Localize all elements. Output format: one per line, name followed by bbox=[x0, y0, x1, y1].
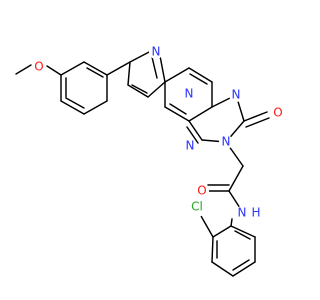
bond-layer bbox=[15, 50, 270, 277]
label-mask bbox=[182, 87, 196, 101]
bond bbox=[86, 67, 104, 78]
triazole-n-top-label: N bbox=[232, 88, 241, 102]
atom-label-layer: O N N N N N O O N H Cl bbox=[32, 45, 285, 221]
bond bbox=[211, 261, 234, 277]
bond bbox=[147, 81, 166, 98]
bond bbox=[83, 100, 108, 115]
bond bbox=[189, 73, 208, 85]
ring-carbonyl-oxygen-label: O bbox=[273, 106, 282, 120]
bond bbox=[15, 64, 32, 75]
bond bbox=[151, 56, 158, 79]
chlorine-label: Cl bbox=[191, 200, 203, 214]
bond bbox=[228, 165, 244, 192]
bond bbox=[127, 61, 131, 86]
pyrazole-n2-label: N bbox=[185, 87, 194, 101]
methoxy-oxygen-label: O bbox=[34, 60, 43, 74]
bond bbox=[169, 103, 187, 115]
label-mask bbox=[229, 88, 243, 102]
bond bbox=[131, 84, 148, 94]
bond bbox=[200, 215, 214, 238]
label-mask bbox=[219, 135, 233, 149]
bond bbox=[46, 65, 62, 76]
bond bbox=[60, 100, 85, 115]
amide-carbonyl-oxygen-label: O bbox=[197, 184, 206, 198]
bond bbox=[164, 106, 190, 122]
bond bbox=[228, 190, 241, 209]
bond bbox=[159, 55, 166, 83]
bond bbox=[230, 225, 256, 238]
bond bbox=[188, 120, 203, 141]
bond bbox=[245, 117, 270, 128]
bond bbox=[211, 236, 214, 263]
bond bbox=[230, 218, 233, 227]
bond bbox=[188, 67, 213, 83]
label-mask bbox=[183, 139, 197, 153]
bond bbox=[234, 230, 251, 240]
label-mask bbox=[187, 197, 207, 217]
bond bbox=[243, 111, 268, 122]
amide-hydrogen-label: H bbox=[251, 206, 260, 220]
triazole-n-right-label: N bbox=[222, 135, 231, 149]
label-mask bbox=[149, 45, 163, 59]
bond bbox=[164, 67, 190, 83]
bond bbox=[232, 259, 250, 271]
bond bbox=[186, 126, 199, 144]
bond bbox=[232, 261, 256, 277]
bond bbox=[83, 61, 108, 76]
label-mask bbox=[236, 205, 252, 221]
label-mask bbox=[32, 60, 46, 74]
label-mask bbox=[271, 106, 285, 120]
amide-nitrogen-label: N bbox=[238, 206, 247, 220]
bond bbox=[188, 106, 213, 122]
pyrazole-n1-label: N bbox=[152, 45, 161, 59]
bond bbox=[129, 50, 152, 63]
bond bbox=[65, 97, 85, 109]
triazole-n-left-label: N bbox=[186, 139, 195, 153]
molecule-canvas: O N N N N N O O N H Cl bbox=[15, 44, 285, 277]
molecule-structure: O N N N N N O O N H Cl bbox=[15, 44, 285, 277]
bond bbox=[212, 225, 232, 238]
bond bbox=[60, 61, 85, 76]
label-mask bbox=[195, 184, 209, 198]
bond bbox=[106, 61, 131, 76]
bond bbox=[127, 84, 149, 98]
